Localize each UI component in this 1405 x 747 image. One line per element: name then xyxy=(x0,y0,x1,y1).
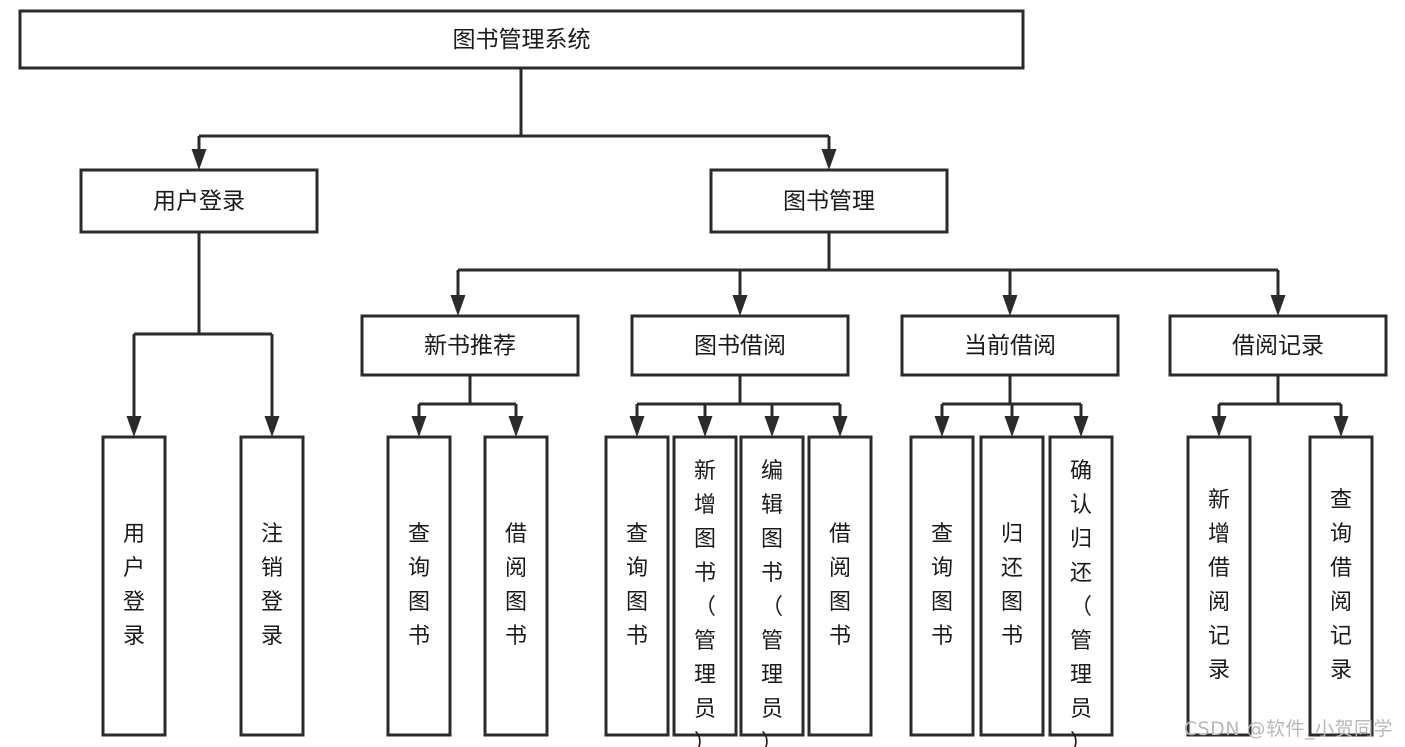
node-user-login[interactable]: 用户登录 xyxy=(79,168,319,234)
arrow-head-icon xyxy=(450,295,466,316)
node-label: 图书管理 xyxy=(783,189,875,215)
connector-group-current-borrow-to-leaves xyxy=(934,375,1089,437)
node-box xyxy=(979,435,1045,737)
arrow-head-icon xyxy=(732,295,748,316)
node-label: 当前借阅 xyxy=(964,333,1056,359)
node-root[interactable]: 图书管理系统 xyxy=(18,9,1025,70)
connector-group-new-book-to-leaves xyxy=(411,375,524,437)
node-box xyxy=(360,314,580,377)
node-borrow-record[interactable]: 借阅记录 xyxy=(1168,314,1388,377)
node-leaf-borrow-book[interactable]: 借阅图书 xyxy=(807,435,873,737)
arrow-head-icon xyxy=(1002,295,1018,316)
node-leaf-confirm-return[interactable]: 确认归还（管理员） xyxy=(1048,435,1114,747)
node-box xyxy=(900,314,1120,377)
node-box xyxy=(807,435,873,737)
arrow-head-icon xyxy=(1004,416,1020,437)
node-box xyxy=(1168,314,1388,377)
node-label: 新书推荐 xyxy=(424,333,516,359)
node-label: 注销登录 xyxy=(261,522,283,649)
node-label: 确认归还（管理员） xyxy=(1070,459,1092,747)
node-box xyxy=(630,314,850,377)
arrow-head-icon xyxy=(1333,416,1349,437)
node-leaf-query-book-borrow[interactable]: 查询图书 xyxy=(604,435,670,737)
node-box xyxy=(386,435,452,737)
node-box xyxy=(739,435,805,737)
node-label: 查询图书 xyxy=(931,522,953,649)
arrow-head-icon xyxy=(629,416,645,437)
connector-group-user-login-to-leaves xyxy=(126,232,280,437)
watermark-text: CSDN @软件_小贺同学 xyxy=(1183,718,1393,740)
node-layer: 图书管理系统用户登录图书管理新书推荐图书借阅当前借阅借阅记录用户登录注销登录查询… xyxy=(18,9,1388,747)
node-label: 图书管理系统 xyxy=(453,27,591,53)
node-book-borrow[interactable]: 图书借阅 xyxy=(630,314,850,377)
node-label: 借阅图书 xyxy=(505,522,527,649)
node-current-borrow[interactable]: 当前借阅 xyxy=(900,314,1120,377)
node-new-book-recommend[interactable]: 新书推荐 xyxy=(360,314,580,377)
node-label: 借阅图书 xyxy=(829,522,851,649)
arrow-head-icon xyxy=(764,416,780,437)
node-label: 查询图书 xyxy=(408,522,430,649)
node-label: 新增图书（管理员） xyxy=(694,459,716,747)
arrow-head-icon xyxy=(264,416,280,437)
node-label: 新增借阅记录 xyxy=(1208,488,1230,683)
node-book-manage[interactable]: 图书管理 xyxy=(709,168,949,234)
node-box xyxy=(709,168,949,234)
node-label: 查询图书 xyxy=(626,522,648,649)
node-box xyxy=(1048,435,1114,737)
arrow-head-icon xyxy=(1270,295,1286,316)
node-box xyxy=(483,435,549,737)
node-box xyxy=(672,435,738,737)
node-label: 用户登录 xyxy=(123,522,145,649)
node-label: 图书借阅 xyxy=(694,333,786,359)
node-leaf-edit-book[interactable]: 编辑图书（管理员） xyxy=(739,435,805,747)
connector-group-book-borrow-to-leaves xyxy=(629,375,848,437)
node-leaf-return-book[interactable]: 归还图书 xyxy=(979,435,1045,737)
node-leaf-add-borrow-record[interactable]: 新增借阅记录 xyxy=(1186,435,1252,737)
connector-group-root-to-level1 xyxy=(191,68,837,170)
node-leaf-user-login[interactable]: 用户登录 xyxy=(101,435,167,737)
arrow-head-icon xyxy=(821,149,837,170)
arrow-head-icon xyxy=(832,416,848,437)
node-box xyxy=(18,9,1025,70)
node-leaf-query-borrow-record[interactable]: 查询借阅记录 xyxy=(1308,435,1374,737)
node-box xyxy=(79,168,319,234)
node-box xyxy=(101,435,167,737)
arrow-head-icon xyxy=(934,416,950,437)
node-box xyxy=(909,435,975,737)
arrow-head-icon xyxy=(411,416,427,437)
node-leaf-user-logout[interactable]: 注销登录 xyxy=(239,435,305,737)
connector-layer xyxy=(126,68,1349,437)
arrow-head-icon xyxy=(126,416,142,437)
arrow-head-icon xyxy=(697,416,713,437)
node-label: 用户登录 xyxy=(153,189,245,215)
node-leaf-query-book-current[interactable]: 查询图书 xyxy=(909,435,975,737)
node-label: 查询借阅记录 xyxy=(1330,488,1352,683)
node-leaf-query-book-new[interactable]: 查询图书 xyxy=(386,435,452,737)
node-box xyxy=(1186,435,1252,737)
node-box xyxy=(604,435,670,737)
node-leaf-borrow-book-new[interactable]: 借阅图书 xyxy=(483,435,549,737)
node-label: 编辑图书（管理员） xyxy=(761,459,783,747)
arrow-head-icon xyxy=(1073,416,1089,437)
node-label: 归还图书 xyxy=(1001,522,1023,649)
node-box xyxy=(239,435,305,737)
arrow-head-icon xyxy=(191,149,207,170)
node-label: 借阅记录 xyxy=(1232,333,1324,359)
node-box xyxy=(1308,435,1374,737)
connector-group-borrow-record-to-leaves xyxy=(1211,375,1349,437)
node-leaf-add-book[interactable]: 新增图书（管理员） xyxy=(672,435,738,747)
connector-group-book-manage-to-level2 xyxy=(450,232,1286,316)
arrow-head-icon xyxy=(1211,416,1227,437)
arrow-head-icon xyxy=(508,416,524,437)
